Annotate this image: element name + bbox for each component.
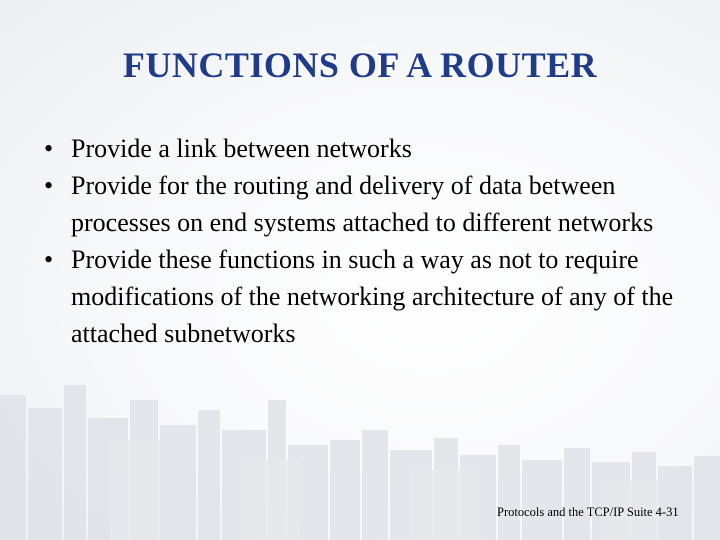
bullet-text: Provide these functions in such a way as…: [71, 245, 674, 348]
bullet-text: Provide for the routing and delivery of …: [71, 171, 654, 237]
bullet-list: • Provide a link between networks • Prov…: [44, 130, 694, 352]
bullet-item: • Provide a link between networks: [44, 130, 694, 167]
slide-title: FUNCTIONS OF A ROUTER: [122, 45, 598, 85]
bullet-item: • Provide these functions in such a way …: [44, 241, 694, 352]
bullet-text: Provide a link between networks: [71, 134, 412, 163]
bullet-item: • Provide for the routing and delivery o…: [44, 167, 694, 241]
bullet-dot-icon: •: [44, 134, 54, 163]
slide-footer: Protocols and the TCP/IP Suite 4-31: [497, 505, 679, 519]
bullet-dot-icon: •: [44, 171, 54, 200]
bullet-dot-icon: •: [44, 245, 54, 274]
